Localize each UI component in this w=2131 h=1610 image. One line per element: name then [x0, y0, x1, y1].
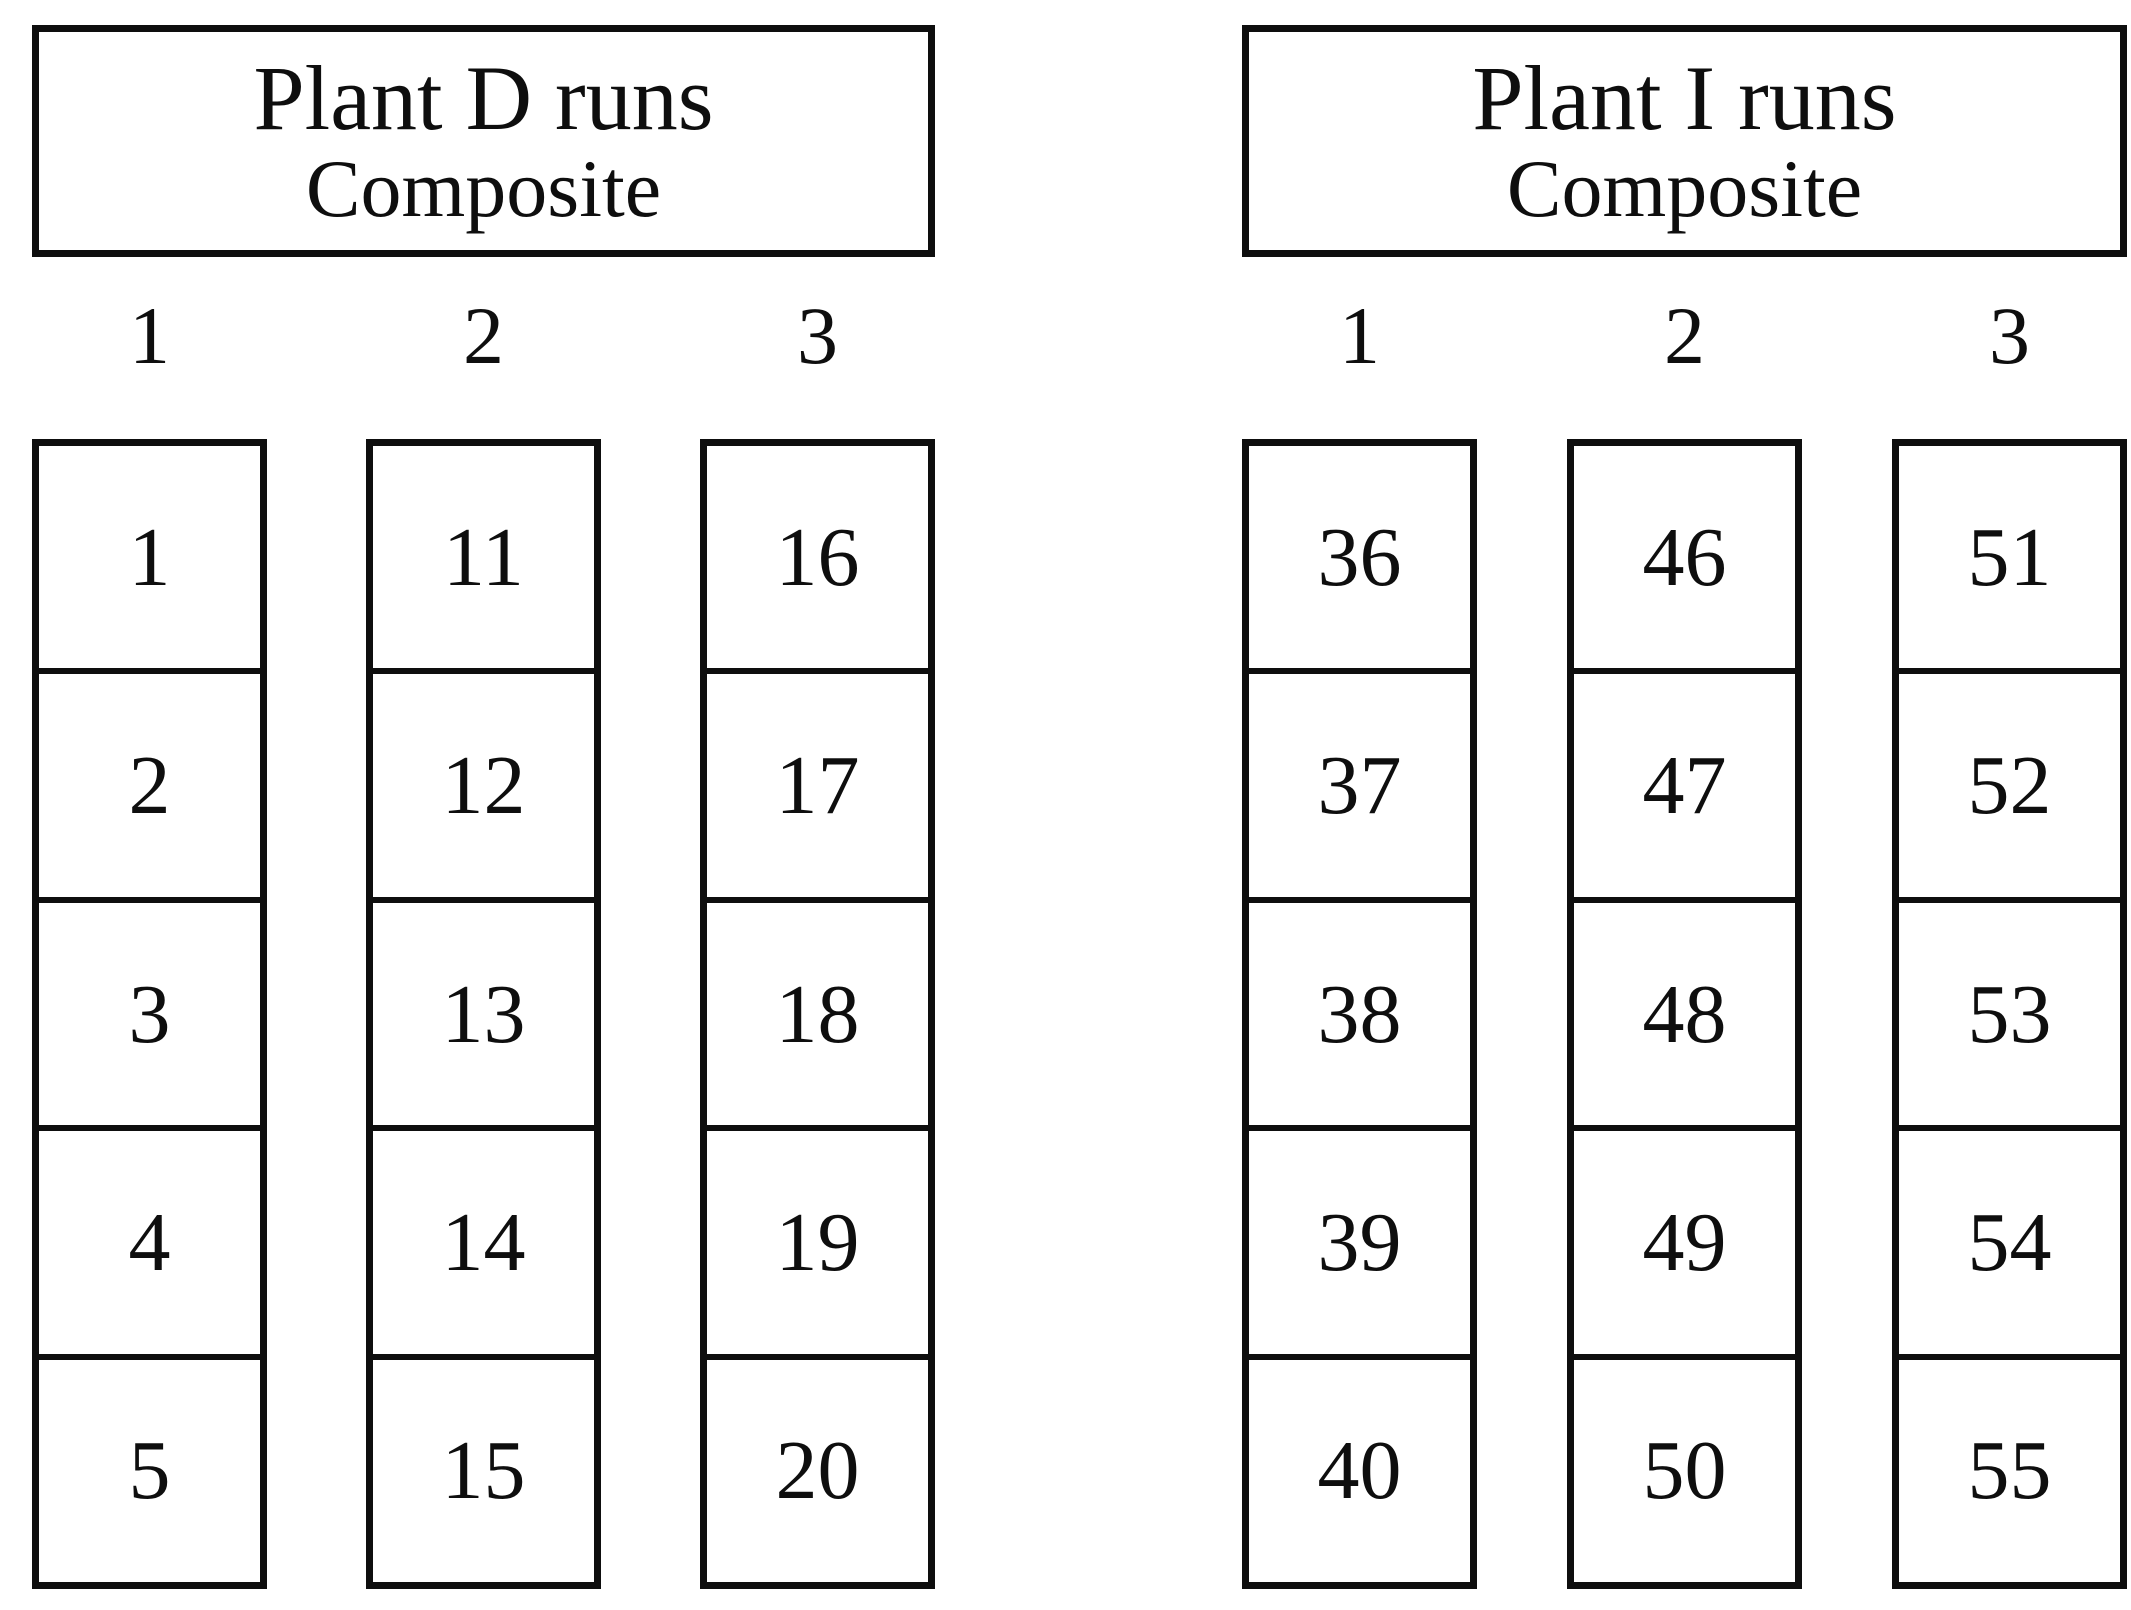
run-cell: 1: [128, 510, 171, 604]
run-cell: 13: [373, 896, 594, 1125]
run-cell: 2: [39, 668, 260, 896]
column-labels-row: 1 2 3: [1242, 277, 2127, 395]
run-cell: 46: [1642, 510, 1727, 604]
run-cell: 3: [39, 896, 260, 1125]
panel-plant-i: Plant I runs Composite 1 2 3 36 37 38 39…: [1242, 25, 2127, 1589]
column-label: 2: [1664, 290, 1705, 381]
run-cell: 5: [39, 1353, 260, 1582]
panel-subtitle: Composite: [1506, 143, 1863, 235]
column-label: 3: [797, 290, 838, 381]
run-cell: 11: [443, 510, 524, 604]
panel-plant-d: Plant D runs Composite 1 2 3 1 2 3 4 5 1…: [32, 25, 935, 1589]
run-cell: 38: [1249, 896, 1470, 1125]
column-label: 1: [1339, 290, 1380, 381]
run-cell: 17: [707, 668, 928, 896]
run-cell: 49: [1574, 1125, 1795, 1353]
run-cell: 53: [1899, 896, 2120, 1125]
run-cell: 54: [1899, 1125, 2120, 1353]
column-stack: 36 37 38 39 40: [1242, 439, 1477, 1589]
run-cell: 15: [373, 1353, 594, 1582]
plant-i-header-box: Plant I runs Composite: [1242, 25, 2127, 257]
panel-title: Plant D runs: [253, 46, 714, 149]
columns-row: 36 37 38 39 40 46 47 48 49 50 51 52 53 5…: [1242, 439, 2127, 1589]
run-cell: 36: [1317, 510, 1402, 604]
run-cell: 37: [1249, 668, 1470, 896]
column-label: 2: [463, 290, 504, 381]
column-label: 1: [129, 290, 170, 381]
run-cell: 14: [373, 1125, 594, 1353]
columns-row: 1 2 3 4 5 11 12 13 14 15 16 17 18 19 20: [32, 439, 935, 1589]
run-cell: 55: [1899, 1353, 2120, 1582]
column-labels-row: 1 2 3: [32, 277, 935, 395]
panel-subtitle: Composite: [305, 143, 662, 235]
run-cell: 18: [707, 896, 928, 1125]
run-cell: 48: [1574, 896, 1795, 1125]
column-stack: 1 2 3 4 5: [32, 439, 267, 1589]
run-cell: 47: [1574, 668, 1795, 896]
run-cell: 19: [707, 1125, 928, 1353]
run-cell: 50: [1574, 1353, 1795, 1582]
run-cell: 39: [1249, 1125, 1470, 1353]
panel-title: Plant I runs: [1472, 46, 1897, 149]
plant-d-header-box: Plant D runs Composite: [32, 25, 935, 257]
run-cell: 52: [1899, 668, 2120, 896]
run-cell: 20: [707, 1353, 928, 1582]
run-cell: 4: [39, 1125, 260, 1353]
column-stack: 16 17 18 19 20: [700, 439, 935, 1589]
run-cell: 51: [1967, 510, 2052, 604]
run-cell: 40: [1249, 1353, 1470, 1582]
column-stack: 46 47 48 49 50: [1567, 439, 1802, 1589]
column-label: 3: [1989, 290, 2030, 381]
run-cell: 12: [373, 668, 594, 896]
run-cell: 16: [775, 510, 860, 604]
column-stack: 11 12 13 14 15: [366, 439, 601, 1589]
column-stack: 51 52 53 54 55: [1892, 439, 2127, 1589]
